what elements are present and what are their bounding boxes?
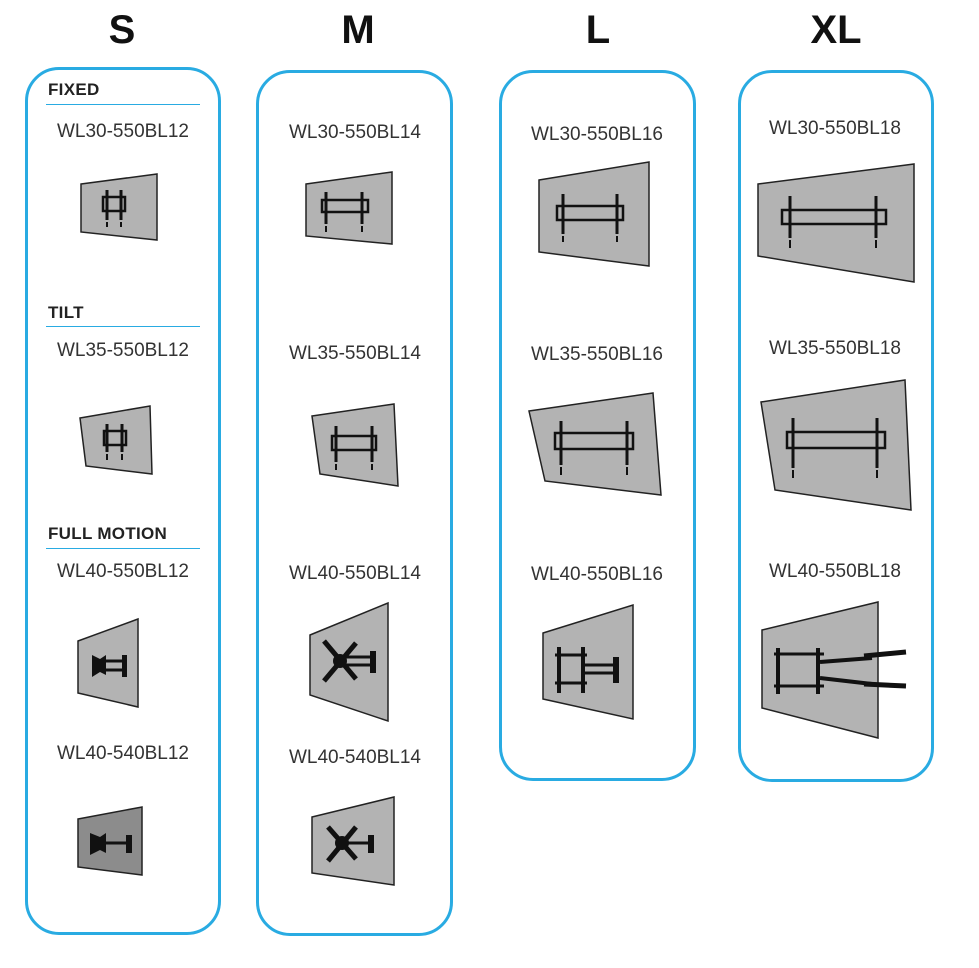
size-heading-l: L (585, 8, 611, 52)
model-label: WL30-550BL12 (56, 121, 190, 142)
tilt-mount-icon (528, 392, 662, 496)
size-heading-m: M (341, 8, 375, 52)
model-label: WL40-550BL14 (288, 563, 422, 584)
size-xl-column (738, 70, 934, 782)
size-l-column (499, 70, 696, 781)
fixed-mount-icon (305, 171, 393, 245)
category-divider (46, 548, 200, 549)
model-label: WL30-550BL18 (768, 118, 902, 139)
category-fixed: FIXED (48, 80, 100, 99)
model-label: WL30-550BL16 (530, 124, 664, 145)
model-label: WL40-540BL14 (288, 747, 422, 768)
model-label: WL35-550BL18 (768, 338, 902, 359)
size-heading-xl: XL (810, 8, 862, 52)
tilt-mount-icon (760, 379, 912, 511)
category-divider (46, 104, 200, 105)
model-label: WL35-550BL14 (288, 343, 422, 364)
fixed-mount-icon (538, 161, 650, 267)
size-heading-s: S (108, 8, 136, 52)
size-s-column (25, 67, 221, 935)
fixed-mount-icon (80, 173, 158, 241)
category-full-motion: FULL MOTION (48, 524, 168, 543)
fixed-mount-icon (757, 163, 915, 283)
category-tilt: TILT (48, 303, 84, 322)
model-label: WL40-540BL12 (56, 743, 190, 764)
articulating-mount-icon (311, 796, 395, 886)
full-motion-mount-icon (542, 603, 634, 720)
articulating-mount-icon (77, 806, 143, 876)
full-motion-mount-icon (761, 601, 907, 739)
model-label: WL40-550BL12 (56, 561, 190, 582)
tilt-mount-icon (311, 403, 399, 487)
model-label: WL35-550BL16 (530, 344, 664, 365)
model-label: WL40-550BL16 (530, 564, 664, 585)
model-label: WL30-550BL14 (288, 122, 422, 143)
model-label: WL40-550BL18 (768, 561, 902, 582)
model-label: WL35-550BL12 (56, 340, 190, 361)
full-motion-mount-icon (77, 617, 139, 708)
tilt-mount-icon (79, 405, 153, 475)
full-motion-mount-icon (309, 601, 389, 723)
size-m-column (256, 70, 453, 936)
category-divider (46, 326, 200, 327)
